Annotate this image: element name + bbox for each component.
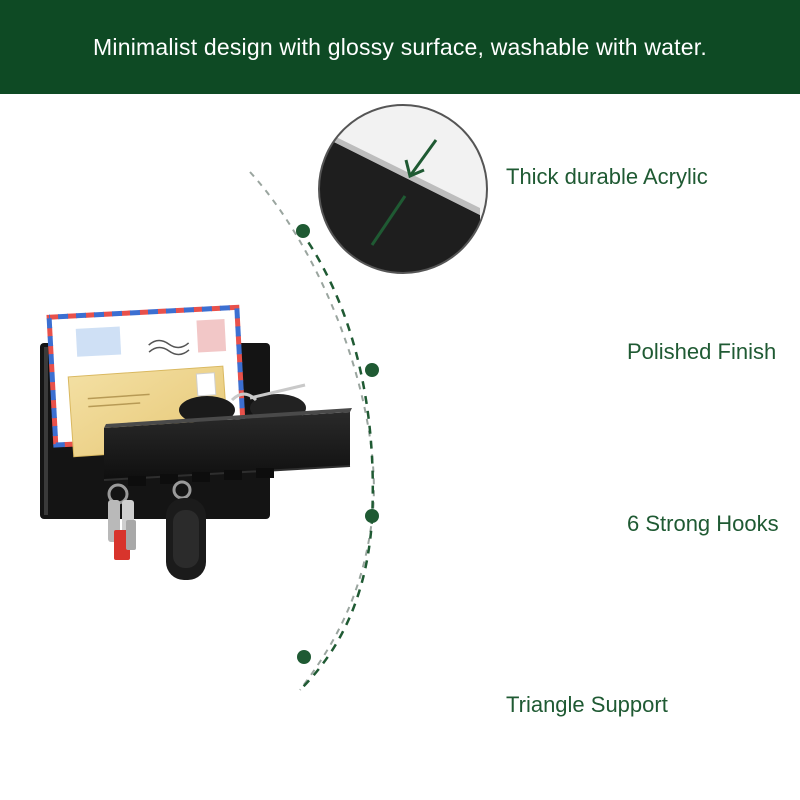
top-banner: Minimalist design with glossy surface, w… xyxy=(0,0,800,94)
connector-dot-1 xyxy=(296,224,310,238)
feature-label-hooks: 6 Strong Hooks xyxy=(627,511,779,536)
acrylic-edge-closeup-icon xyxy=(318,104,488,274)
keys-bunch xyxy=(107,483,136,560)
connector-dot-3 xyxy=(365,509,379,523)
connector-dot-2 xyxy=(365,363,379,377)
feature-label-polished: Polished Finish xyxy=(627,339,777,364)
feature-label-acrylic: Thick durable Acrylic xyxy=(506,164,708,189)
dashed-arc-connector xyxy=(249,171,379,691)
car-key-fob xyxy=(166,480,206,580)
banner-text: Minimalist design with glossy surface, w… xyxy=(93,33,707,60)
connector-dot-4 xyxy=(297,650,311,664)
hooks-row xyxy=(128,468,274,486)
product-image xyxy=(40,304,352,580)
feature-label-triangle: Triangle Support xyxy=(506,692,668,717)
